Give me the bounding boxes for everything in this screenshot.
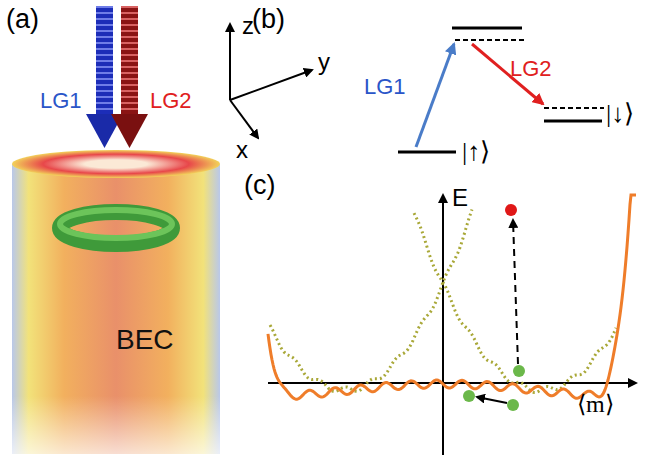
cylinder-shape <box>10 148 222 456</box>
panel-label: (a) <box>6 6 39 33</box>
state-label: |↓⟩ <box>606 101 634 127</box>
coordinate-axes <box>230 24 312 138</box>
panel-label: (c) <box>244 172 275 199</box>
bec-cylinder: BEC <box>10 148 222 456</box>
energy-axes <box>268 195 636 455</box>
laser-beam <box>86 6 148 148</box>
beam-label: LG2 <box>150 90 192 112</box>
node-label: BEC <box>116 324 174 356</box>
state-markers <box>463 204 525 411</box>
axis-label: ⟨m⟩ <box>577 392 614 416</box>
state-label: |↑⟩ <box>462 139 490 165</box>
axis-label: y <box>318 50 330 74</box>
dressed-energy-curve <box>270 210 472 392</box>
axis-label: E <box>452 186 468 210</box>
dressed-energy-curve <box>414 213 616 392</box>
ground-energy-curve <box>268 195 636 399</box>
panel-label: (b) <box>252 6 285 33</box>
beam-label: LG2 <box>510 58 552 80</box>
beam-label: LG1 <box>364 76 406 98</box>
level-scheme <box>398 28 604 152</box>
axis-label: x <box>236 138 248 162</box>
beam-label: LG1 <box>40 90 82 112</box>
